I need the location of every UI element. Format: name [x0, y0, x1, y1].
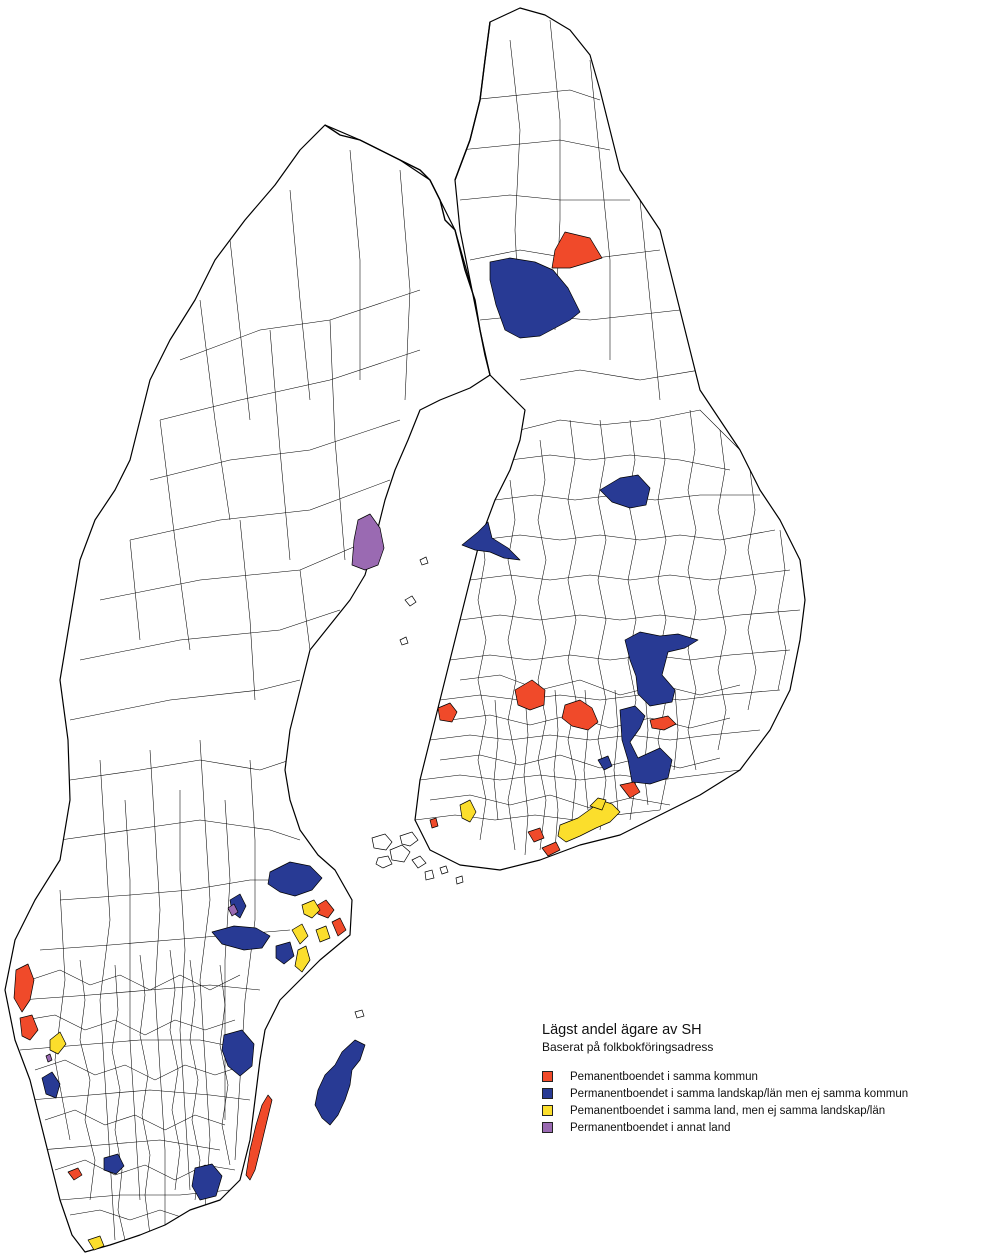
legend-item-other-country: Permanentboendet i annat land	[542, 1119, 992, 1136]
sweden-landmass	[4, 124, 491, 1253]
legend-label: Pemanentboendet i samma land, men ej sam…	[570, 1104, 886, 1117]
archipelago-islands	[354, 556, 464, 1019]
regions-same-municipality	[13, 231, 677, 1181]
legend-title: Lägst andel ägare av SH	[542, 1022, 702, 1038]
legend-item-same-municipality: Pemanentboendet i samma kommun	[542, 1068, 992, 1085]
legend-item-same-county: Permanentboendet i samma landskap/län me…	[542, 1085, 992, 1102]
map-legend: Lägst andel ägare av SH Baserat på folkb…	[542, 1022, 992, 1136]
legend-swatch-red	[542, 1071, 553, 1082]
finland-landmass	[414, 7, 806, 871]
legend-item-same-country: Pemanentboendet i samma land, men ej sam…	[542, 1102, 992, 1119]
legend-swatch-purple	[542, 1122, 553, 1133]
finland-municipality-borders	[415, 19, 801, 856]
legend-label: Permanentboendet i annat land	[570, 1121, 731, 1134]
sweden-finland-border	[324, 124, 491, 376]
region-gotland	[314, 1039, 366, 1126]
legend-subtitle: Baserat på folkbokföringsadress	[542, 1040, 714, 1054]
regions-same-county	[41, 257, 699, 1201]
regions-other-country	[45, 513, 385, 1063]
region-oland	[245, 1094, 273, 1181]
regions-same-country	[49, 797, 621, 1251]
legend-label: Permanentboendet i samma landskap/län me…	[570, 1087, 909, 1100]
finland-norway-border	[454, 21, 491, 181]
legend-swatch-yellow	[542, 1105, 553, 1116]
sweden-municipality-borders	[19, 149, 421, 1241]
legend-label: Pemanentboendet i samma kommun	[570, 1070, 758, 1083]
legend-swatch-blue	[542, 1088, 553, 1099]
